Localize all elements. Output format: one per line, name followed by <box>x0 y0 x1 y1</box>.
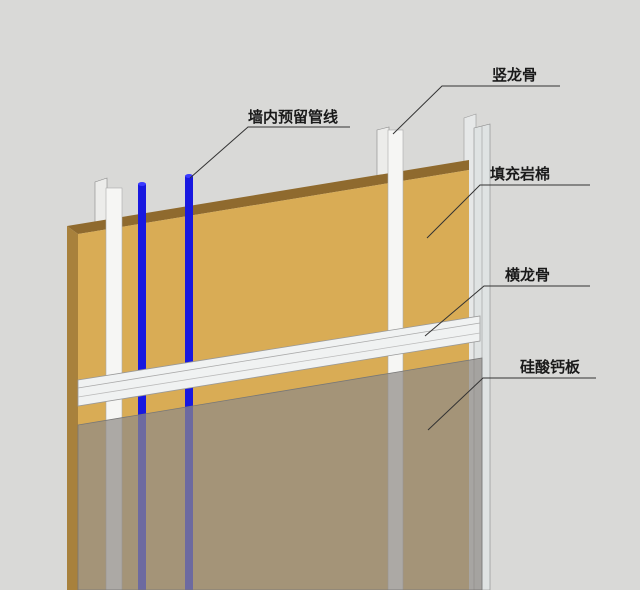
vertical-stud-middle-top <box>376 126 390 178</box>
label-horizontal-channel: 横龙骨 <box>505 266 550 284</box>
label-calcium-silicate-board: 硅酸钙板 <box>520 358 581 376</box>
label-rock-wool: 填充岩棉 <box>490 165 550 183</box>
calcium-silicate-board <box>77 357 483 590</box>
leader-lines <box>189 85 596 431</box>
label-pipes: 墙内预留管线 <box>248 108 338 126</box>
label-vertical-stud: 竖龙骨 <box>492 66 537 84</box>
horizontal-channel <box>77 315 481 407</box>
